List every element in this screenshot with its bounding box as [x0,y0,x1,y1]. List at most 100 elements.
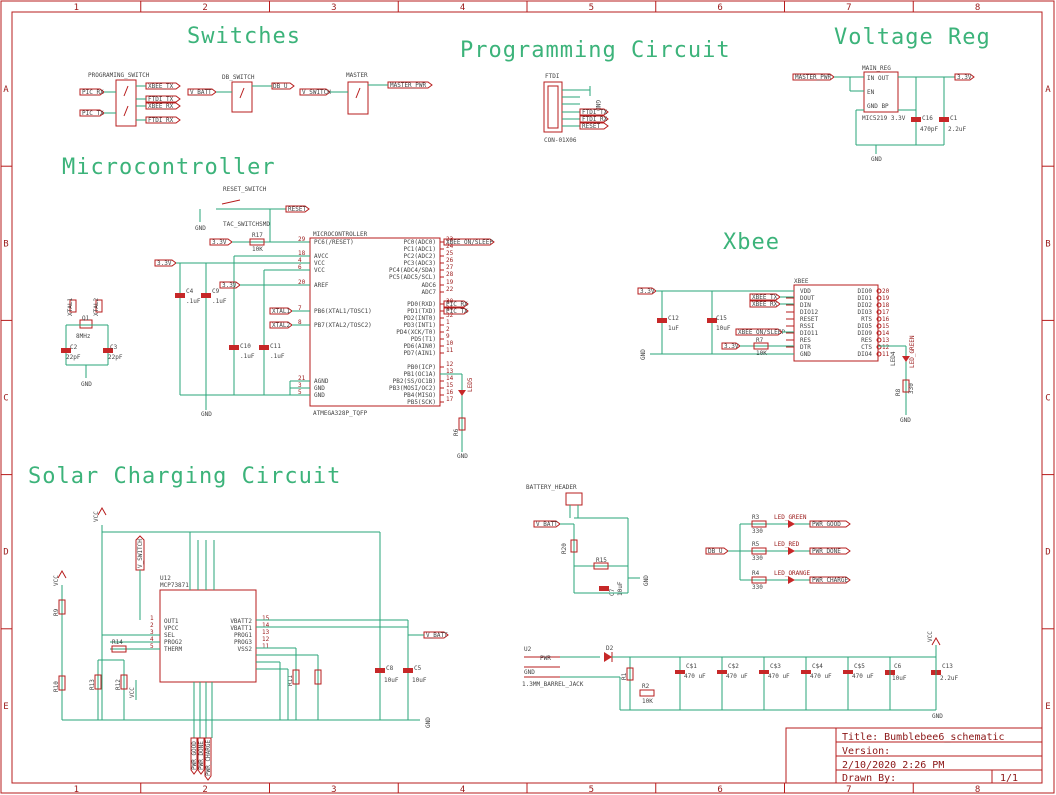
frame-col-label-top: 4 [460,3,465,13]
bank-capacitor-name: C$2 [728,663,739,670]
xbee-pin-name: DIO5 [858,323,873,330]
title-block-drawn: Drawn By: [842,773,896,784]
title-block-sheet: 1/1 [1000,773,1018,784]
mcu-pin-name: AGND [314,378,329,385]
xbee-pin-number: 14 [882,330,890,337]
pin-out: OUT [878,75,889,82]
xbee-pin-name: DIO3 [858,309,873,316]
netlabel-ftdi-rx2-text: FTDI_RX [582,116,608,123]
mcp-pin-name: THERM [164,646,182,653]
mcu-pin-number: 1 [446,319,450,326]
netlabel-master-pwr [387,81,433,89]
mcu-pin-number: 16 [446,389,454,396]
netlabel-v-batt3-text: V_BATT [426,632,448,639]
netlabel-3v3-reset-text: 3.3V [212,239,227,246]
label-c1: C1 [950,115,958,122]
mcu-pin-number: 11 [446,347,454,354]
bank-capacitor-value: 470 uF [768,673,790,680]
bank-capacitor-name: C$4 [812,663,823,670]
label-r2: R2 [642,683,650,690]
bank-capacitor-name: C$3 [770,663,781,670]
battery-header-group: BATTERY_HEADER V_BATT R20 R15 C7 10uF GN… [526,484,650,596]
mcu-pin-number: 25 [446,250,454,257]
label-gnd-mcu: GND [201,411,212,418]
mcp-pin-number: 1 [150,615,154,622]
label-db-switch: DB_SWITCH [222,74,255,81]
label-master-switch: MASTER [346,72,368,79]
xbee-pin-number: 20 [882,288,890,295]
label-d2: D2 [606,645,614,652]
netlabel-xbee-tx2-text: XBEE_TX [752,294,778,301]
label-atmega: ATMEGA328P_TQFP [313,410,368,417]
mcp-pin-name: SEL [164,632,175,639]
netlabel-v-batt3 [423,631,449,639]
switch-blade [123,85,129,97]
netlabel-pic-rx2-text: PIC_RX [446,301,468,308]
mcu-pin-name: PB0(ICP) [407,364,436,371]
mcu-pin-number: 14 [446,375,454,382]
master-switch-body [347,81,369,115]
xbee-pin-name: CTS [861,344,872,351]
netlabel-ftdi-rx2 [579,115,609,123]
label-c8-value: 10uF [384,677,399,684]
mcu-pin-number: 2 [446,326,450,333]
status-resistor-name: R5 [752,541,760,548]
mcp-pin-name: OUT1 [164,618,179,625]
label-gnd-battery: GND [643,575,650,586]
netlabel-3v3-xbee [637,287,657,295]
label-c12: C12 [668,315,679,322]
voltage-regulator-group: MASTER_PWR MAIN_REG IN OUT EN GND BP 3.3… [792,65,975,163]
label-gnd-led5: GND [457,453,468,460]
mcu-pin-number: 28 [446,271,454,278]
mcu-pin-number: 18 [298,250,306,257]
label-vcc-solar-top: VCC [93,511,100,522]
netlabel-xtal2 [269,321,293,329]
netlabel-ftdi-rx [145,116,181,124]
label-tac-switch: TAC_SWITCHSMD [223,221,270,228]
mcu-pin-number: 20 [298,279,306,286]
frame-row-label-left: A [3,85,9,95]
netlabel-3v3-xbee2-text: 3.3V [724,343,739,350]
xbee-pin-number: 18 [882,302,890,309]
status-netlabel-text: PWR_GOOD [812,521,841,528]
frame-row-label-right: D [1045,548,1050,558]
xbee-pin-number: 13 [882,337,890,344]
label-c8: C8 [386,665,394,672]
mcu-pin-number: 4 [298,257,302,264]
master-switch-group: MASTER V_SWITCH MASTER_PWR [299,72,433,115]
section-title-voltage: Voltage Reg [834,25,991,50]
status-netlabel [809,576,851,584]
netlabel-pic-rx [79,88,105,96]
netlabel-pic-tx2 [443,307,469,315]
netlabel-xbee-tx [145,82,181,90]
xbee-pin-name: DIO12 [800,309,818,316]
label-r11: R11 [287,675,294,686]
netlabel-xbee-sleep-text: XBEE_ON/SLEEP [446,239,493,246]
pin-en: EN [867,89,875,96]
label-r14: R14 [112,639,123,646]
label-gnd-solar: GND [425,717,432,728]
label-c7: C7 [609,588,616,596]
frame-row-label-right: E [1045,702,1050,712]
mcu-pin-name: PB2(SS/OC1B) [393,378,436,385]
xbee-pin-number: 12 [882,344,890,351]
mcp-pin-name: PROG1 [234,632,252,639]
xbee-body [793,284,879,362]
status-leds-group: DB_U R3330LED_GREENPWR_GOODR5330LED_REDP… [705,514,851,591]
label-r7-value: 10K [756,350,767,357]
frame-row-label-right: C [1045,394,1050,404]
netlabel-xtal1-text: XTAL1 [272,308,290,315]
bank-capacitor [843,670,853,674]
xbee-pin-number: 15 [882,323,890,330]
mcu-pin-name: GND [314,392,325,399]
frame-col-label-top: 1 [74,3,79,13]
mcu-pin-name: PD7(AIN1) [403,350,436,357]
mcp-pin-number: 5 [150,643,154,650]
mcu-pin-name: PC6(/RESET) [314,239,354,246]
frame-col-label-top: 6 [717,3,722,13]
mcu-pin-name: PC5(ADC5/SCL) [389,274,436,281]
status-resistor-value: 330 [752,528,763,535]
